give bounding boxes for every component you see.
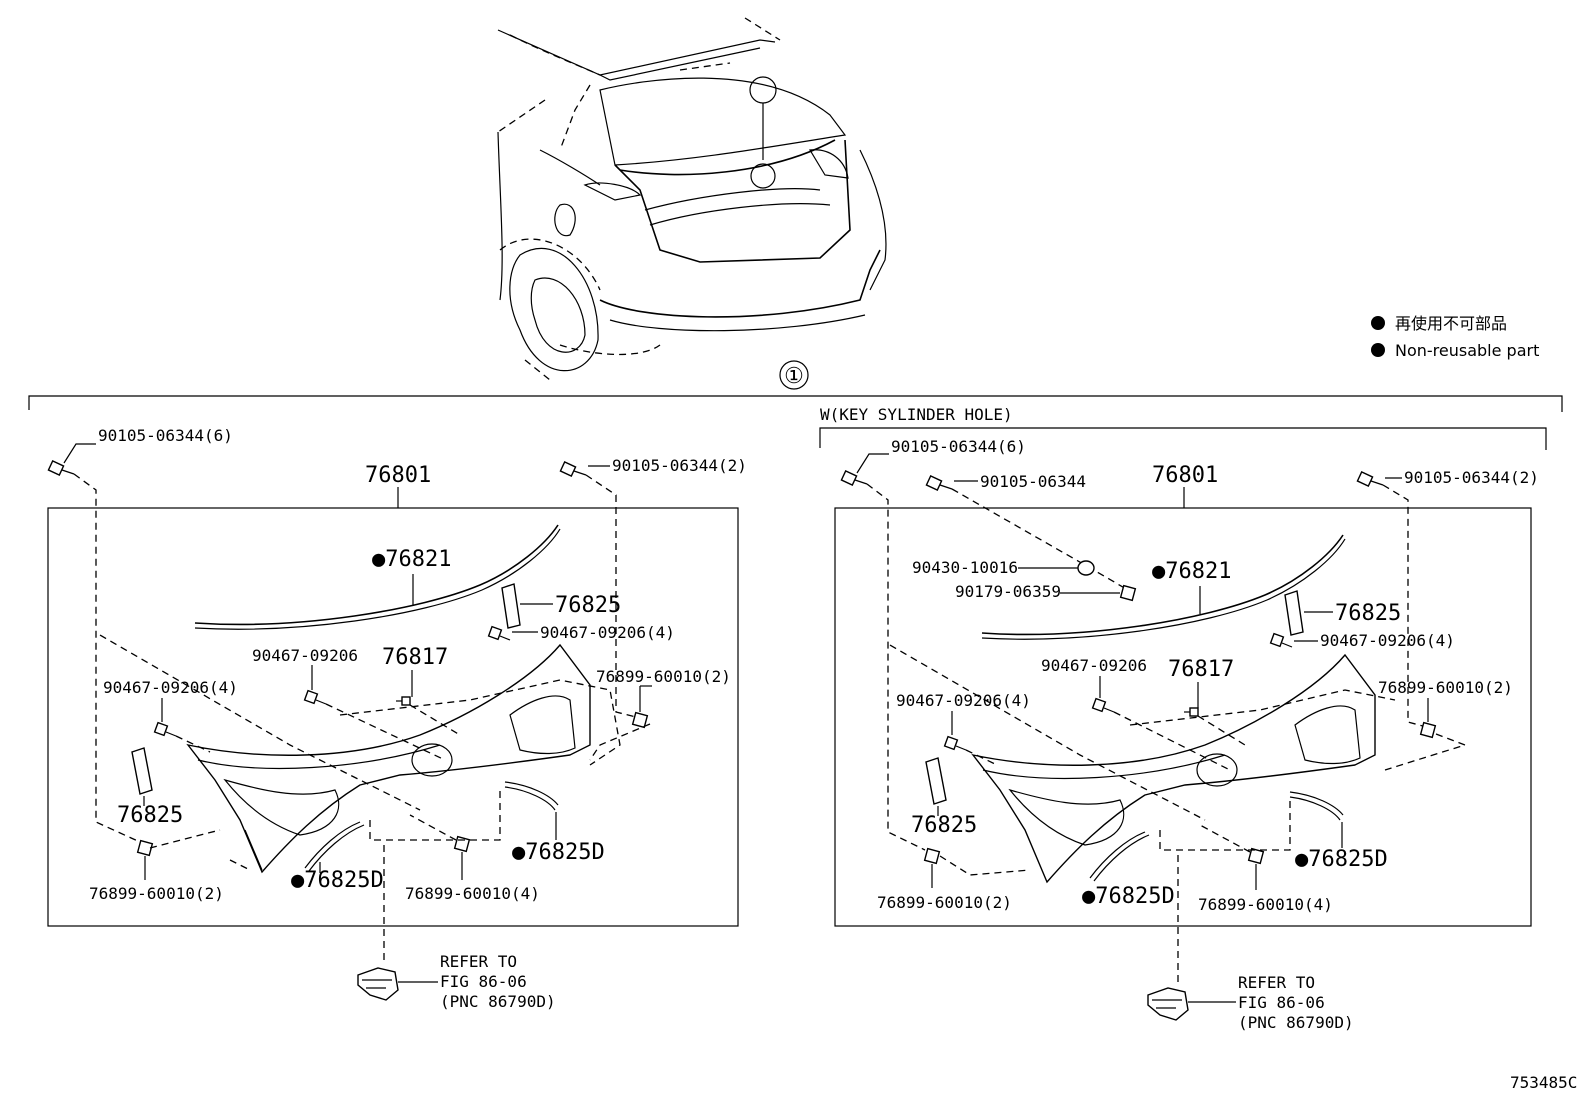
label-clip-left: 90467-09206(4) — [896, 691, 1031, 710]
label-76821: ●76821 — [372, 547, 451, 572]
pad-upper-part — [501, 583, 521, 629]
vehicle-rear-view-illustration — [497, 17, 887, 381]
non-reusable-bullet-icon — [1371, 343, 1385, 357]
label-tape-left: ●76825D — [1082, 884, 1175, 909]
label-tape-right: ●76825D — [512, 840, 605, 865]
clip-icon — [943, 735, 967, 751]
nut-icon — [631, 711, 649, 729]
label-screw-top-left: 90105-06344(6) — [891, 437, 1026, 456]
clip-icon — [1091, 697, 1115, 713]
figure-code: 753485C — [1510, 1073, 1577, 1092]
label-tape-left: ●76825D — [291, 868, 384, 893]
tape-right-part — [1289, 791, 1344, 816]
label-clip-left: 90467-09206(4) — [103, 678, 238, 697]
right-panel: 76801 ●76821 90105-06344 90430-10016 901… — [834, 437, 1539, 1032]
screw-icon — [925, 475, 953, 491]
label-76825-upper: 76825 — [1335, 601, 1401, 626]
nut-icon — [453, 835, 471, 853]
connector-icon — [1147, 987, 1189, 1021]
clip-icon — [153, 721, 177, 737]
assembly-number: 76801 — [1152, 463, 1218, 488]
left-panel-frame — [47, 507, 739, 927]
label-tape-right: ●76825D — [1295, 847, 1388, 872]
label-clip-upper-right: 90467-09206(4) — [540, 623, 675, 642]
label-screw-top-left: 90105-06344(6) — [98, 426, 233, 445]
connector-icon — [357, 967, 399, 1001]
legend-japanese: 再使用不可部品 — [1395, 314, 1507, 333]
label-clip-upper-right: 90467-09206(4) — [1320, 631, 1455, 650]
label-clip-center: 90467-09206 — [252, 646, 358, 665]
tape-left-part — [1089, 831, 1146, 879]
clip-icon — [1269, 632, 1293, 648]
refer-line-2: FIG 86-06 — [1238, 993, 1325, 1012]
label-nut-left: 76899-60010(2) — [89, 884, 224, 903]
nut-icon — [1119, 584, 1137, 602]
pad-upper-part — [1284, 590, 1304, 636]
label-screw-key: 90105-06344 — [980, 472, 1086, 491]
label-clip-center: 90467-09206 — [1041, 656, 1147, 675]
label-screw-top-right: 90105-06344(2) — [1404, 468, 1539, 487]
screw-icon — [559, 461, 587, 477]
label-nut-key: 90179-06359 — [955, 582, 1061, 601]
tape-right-part — [504, 781, 559, 806]
clip-icon — [1184, 707, 1199, 717]
pad-lower-part — [131, 747, 153, 795]
label-76825-upper: 76825 — [555, 593, 621, 618]
nut-icon — [1247, 847, 1265, 865]
label-grommet: 90430-10016 — [912, 558, 1018, 577]
nut-icon — [136, 839, 154, 857]
label-76825-lower: 76825 — [117, 803, 183, 828]
label-76817: 76817 — [382, 645, 448, 670]
label-nut-left: 76899-60010(2) — [877, 893, 1012, 912]
refer-line-3: (PNC 86790D) — [440, 992, 556, 1011]
clip-icon — [396, 696, 411, 706]
clip-icon — [303, 689, 327, 705]
label-76821: ●76821 — [1152, 559, 1231, 584]
variant-label: W(KEY SYLINDER HOLE) — [820, 405, 1013, 424]
weatherstrip-line — [194, 524, 559, 626]
refer-line-2: FIG 86-06 — [440, 972, 527, 991]
weatherstrip-line — [981, 534, 1344, 636]
label-nut-right: 76899-60010(2) — [596, 667, 731, 686]
assembly-number: 76801 — [365, 463, 431, 488]
screw-icon — [47, 460, 75, 476]
tape-left-part — [304, 821, 361, 869]
assembly-bracket: ① W(KEY SYLINDER HOLE) — [28, 360, 1563, 450]
refer-line-1: REFER TO — [440, 952, 517, 971]
right-panel-frame — [834, 507, 1532, 927]
nut-icon — [1419, 721, 1437, 739]
legend-english: Non-reusable part — [1395, 341, 1539, 360]
label-76825-lower: 76825 — [911, 813, 977, 838]
screw-icon — [1356, 471, 1384, 487]
refer-line-1: REFER TO — [1238, 973, 1315, 992]
circled-ref-label: ① — [784, 364, 804, 389]
label-nut-right: 76899-60010(2) — [1378, 678, 1513, 697]
clip-icon — [487, 625, 511, 641]
refer-line-3: (PNC 86790D) — [1238, 1013, 1354, 1032]
legend: 再使用不可部品 Non-reusable part — [1371, 314, 1539, 360]
screw-icon — [840, 470, 868, 486]
label-76817: 76817 — [1168, 657, 1234, 682]
left-panel: 76801 ●76821 76825 90467-09206(4) 90 — [47, 426, 747, 1011]
pad-lower-part — [925, 757, 947, 805]
label-nut-bottom: 76899-60010(4) — [405, 884, 540, 903]
label-nut-bottom: 76899-60010(4) — [1198, 895, 1333, 914]
grommet-icon — [1077, 560, 1095, 576]
nut-icon — [923, 847, 941, 865]
non-reusable-bullet-icon — [1371, 316, 1385, 330]
label-screw-top-right: 90105-06344(2) — [612, 456, 747, 475]
